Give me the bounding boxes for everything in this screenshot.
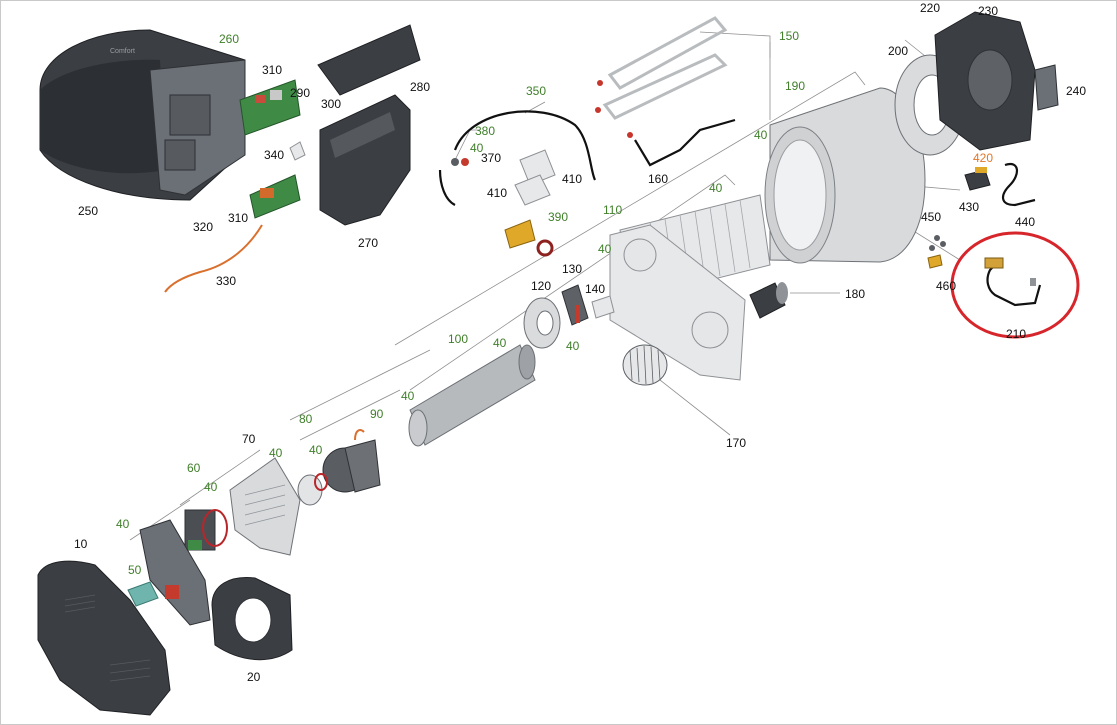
part-100-tube (408, 344, 536, 447)
callout-330: 330 (216, 274, 237, 288)
part-460-clip (927, 254, 943, 269)
part-60-blower (184, 509, 228, 551)
part-390-valve (504, 219, 554, 257)
callout-100: 100 (448, 332, 469, 346)
callout-280: 280 (410, 80, 431, 94)
part-120-ring (523, 297, 561, 349)
callout-230: 230 (978, 4, 999, 18)
callout-170: 170 (726, 436, 747, 450)
callout-410b: 410 (487, 186, 508, 200)
callout-250: 250 (78, 204, 99, 218)
callout-130: 130 (562, 262, 583, 276)
part-270-panel (319, 94, 411, 226)
callout-40-110: 40 (709, 181, 723, 195)
callout-150: 150 (779, 29, 800, 43)
callout-10: 10 (74, 537, 88, 551)
callout-40-60: 40 (204, 480, 218, 494)
callout-180: 180 (845, 287, 866, 301)
part-330-harness (164, 224, 263, 293)
callout-60: 60 (187, 461, 201, 475)
part-50-connector (127, 581, 159, 607)
part-20-front-ring (211, 576, 293, 661)
callout-40-140: 40 (566, 339, 580, 353)
callout-90: 90 (370, 407, 384, 421)
callout-450: 450 (921, 210, 942, 224)
part-250-shroud: Comfort (39, 29, 246, 201)
callout-370: 370 (481, 151, 502, 165)
callout-160: 160 (648, 172, 669, 186)
callout-300: 300 (321, 97, 342, 111)
callout-70: 70 (242, 432, 256, 446)
part-10-outer-housing (37, 560, 171, 716)
callout-260: 260 (219, 32, 240, 46)
part-80-seal (297, 473, 328, 506)
part-110-heat-exchanger (609, 194, 771, 381)
highlight-circle (950, 231, 1080, 339)
svg-text:Comfort: Comfort (110, 48, 135, 55)
part-170-fan-wheel (622, 344, 668, 386)
callout-350: 350 (526, 84, 547, 98)
part-280-top-cover (317, 24, 421, 96)
callout-40-190: 40 (754, 128, 768, 142)
callout-210: 210 (1006, 327, 1027, 341)
part-230-burner-housing (934, 11, 1036, 151)
callout-440: 440 (1015, 215, 1036, 229)
part-240-fitting (1034, 64, 1059, 111)
callout-410: 410 (562, 172, 583, 186)
callout-220: 220 (920, 1, 941, 15)
part-450-screws (929, 235, 946, 251)
part-130-gasket (561, 284, 589, 326)
callout-270: 270 (358, 236, 379, 250)
callout-110: 110 (603, 203, 623, 217)
part-180-motor (749, 282, 788, 319)
part-340-bracket (289, 141, 306, 161)
callout-20: 20 (247, 670, 261, 684)
part-80-pump (322, 429, 381, 493)
callout-460: 460 (936, 279, 957, 293)
part-160-cable (627, 118, 736, 167)
callout-420: 420 (973, 151, 994, 165)
callout-40-130: 40 (598, 242, 612, 256)
part-190-housing (764, 87, 926, 264)
callout-40-50: 40 (116, 517, 130, 531)
part-410-brackets (451, 149, 556, 206)
callout-430: 430 (959, 200, 980, 214)
callout-200: 200 (888, 44, 909, 58)
callout-390: 390 (548, 210, 569, 224)
callout-40-380: 40 (470, 141, 484, 155)
part-440-cable (1002, 162, 1036, 207)
callout-290: 290 (290, 86, 311, 100)
callout-140: 140 (585, 282, 606, 296)
part-350-cable (438, 110, 597, 206)
part-70-fan-cover (229, 457, 301, 556)
callout-120: 120 (531, 279, 552, 293)
callout-310b: 310 (228, 211, 249, 225)
part-150-heating-element (595, 16, 728, 120)
part-40-back-panel (139, 519, 211, 626)
part-210-cable (984, 257, 1042, 307)
callout-80: 80 (299, 412, 313, 426)
callout-40-80: 40 (309, 443, 323, 457)
callout-240: 240 (1066, 84, 1087, 98)
callout-380: 380 (475, 124, 496, 138)
part-140-plate (591, 295, 615, 319)
callout-40-tube: 40 (401, 389, 415, 403)
callout-320: 320 (193, 220, 214, 234)
callout-40-70: 40 (269, 446, 283, 460)
part-300-control-board (239, 79, 301, 136)
part-430-sensor (964, 167, 991, 191)
callout-50: 50 (128, 563, 142, 577)
callout-310: 310 (262, 63, 283, 77)
part-320-relay-board (249, 174, 301, 219)
callout-40-100: 40 (493, 336, 507, 350)
callout-340: 340 (264, 148, 285, 162)
callout-190: 190 (785, 79, 806, 93)
